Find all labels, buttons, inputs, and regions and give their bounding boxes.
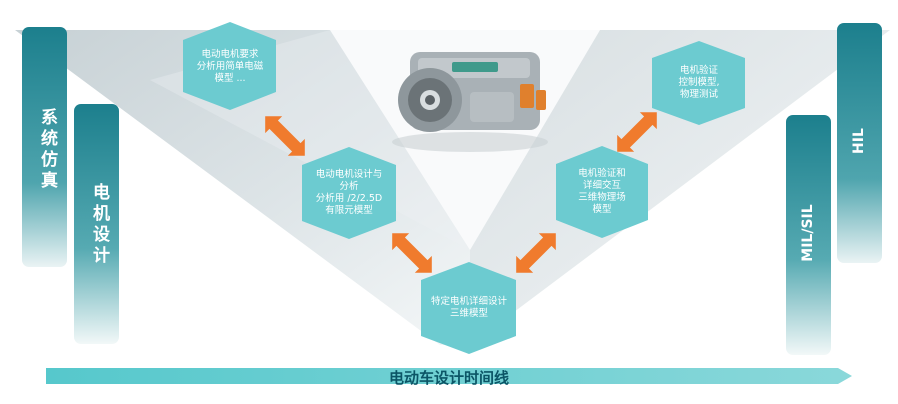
pillar-system-sim [22, 27, 67, 267]
motor-image [392, 52, 548, 152]
hexagon-3 [421, 262, 516, 354]
arrow-2 [392, 233, 432, 273]
pillar-hil [837, 23, 882, 263]
pillar-motor-design [74, 104, 119, 344]
v-band-left [15, 30, 470, 345]
hexagon-5 [652, 41, 745, 125]
timeline-label: 电动车设计时间线 [388, 369, 509, 387]
arrow-1 [265, 116, 305, 156]
pillar-mil-sil [786, 115, 831, 355]
v-band-right [470, 30, 890, 345]
hexagon-1-label: 电动电机要求分析用简单电磁模型 ... [196, 49, 264, 84]
pillar-label-motor-design: 电机设计 [89, 183, 109, 267]
hexagon-3-label: 特定电机详细设计三维模型 [430, 296, 507, 319]
timeline-arrow [46, 368, 852, 384]
arrow-3 [516, 233, 556, 273]
hexagon-2 [302, 147, 396, 239]
pillar-label-mil-sil: MIL/SIL [800, 204, 816, 262]
hexagon-4-label: 电机验证和详细交互三维物理场模型 [578, 168, 626, 215]
hexagon-1 [183, 22, 276, 110]
pillar-label-system-sim: 系统仿真 [37, 108, 57, 192]
hexagon-4 [556, 146, 648, 238]
pillar-label-hil: HIL [851, 128, 867, 154]
hexagon-5-label: 电机验证控制模型,物理测试 [678, 65, 720, 100]
arrow-4 [617, 112, 657, 152]
